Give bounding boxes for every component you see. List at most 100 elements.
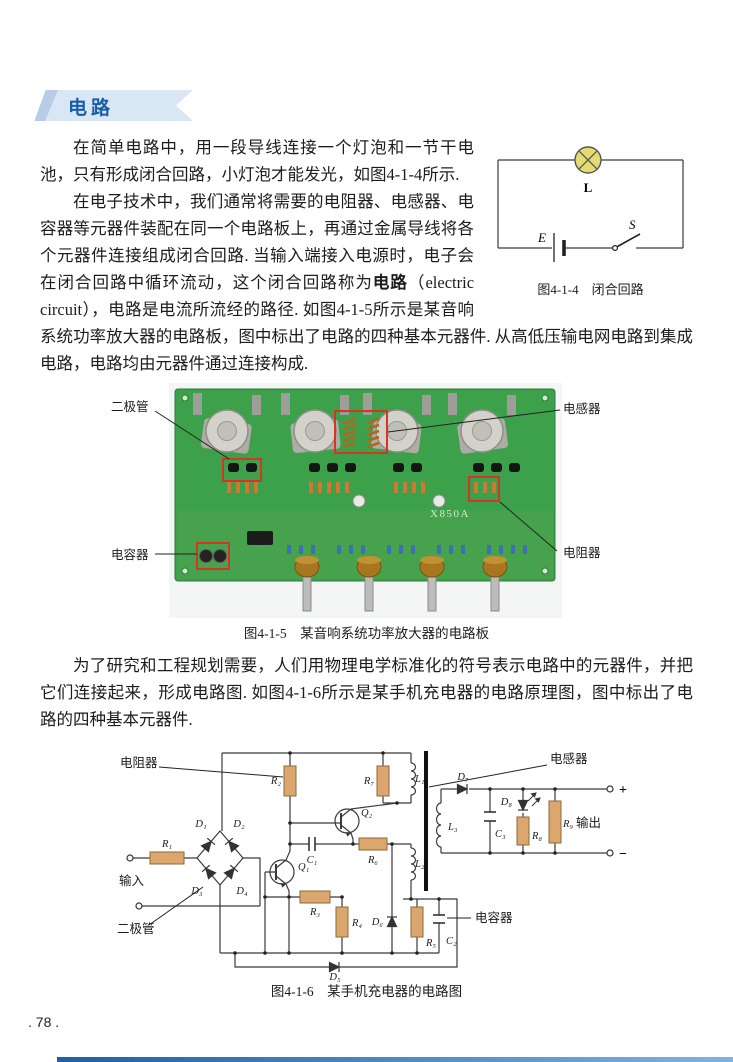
paragraph-1: 在简单电路中，用一段导线连接一个灯泡和一节干电池，只有形成闭合回路，小灯泡才能发… bbox=[40, 134, 693, 188]
output-terminal-plus bbox=[606, 785, 614, 793]
label-resistor: 电阻器 bbox=[120, 756, 158, 770]
small-resistors bbox=[227, 482, 496, 493]
figure-4-1-4-caption: 图4-1-4 闭合回路 bbox=[537, 282, 644, 297]
part-label-l1: L₁ bbox=[414, 774, 425, 785]
section-ribbon bbox=[45, 90, 193, 121]
label-inductor: 电感器 bbox=[550, 751, 588, 766]
part-label-c2: C₂ bbox=[446, 936, 457, 947]
part-label-l2: L₂ bbox=[414, 859, 425, 870]
input-terminal-bottom bbox=[135, 902, 143, 910]
small-transistors bbox=[228, 463, 520, 472]
switch-symbol bbox=[611, 233, 641, 251]
r3-symbol bbox=[299, 890, 331, 904]
label-capacitor: 电容器 bbox=[111, 547, 149, 562]
amplifier-circuit-board-photo: X850A 二极管 电感器 电容器 电阻器 bbox=[111, 383, 601, 618]
part-label-d1: D₁ bbox=[194, 819, 206, 830]
d8-led-arrows bbox=[527, 792, 541, 807]
paragraph-3: 为了研究和工程规划需要，人们用物理电学标准化的符号表示电路中的元器件，并把它们连… bbox=[40, 652, 693, 733]
r8-symbol bbox=[516, 816, 530, 846]
mounting-holes bbox=[181, 394, 549, 575]
junction-dots bbox=[233, 751, 557, 955]
terminals bbox=[126, 785, 614, 910]
l2-coil bbox=[410, 847, 417, 881]
capacitor-symbols bbox=[308, 811, 496, 924]
output-terminal-minus bbox=[606, 849, 614, 857]
resistor-box bbox=[468, 476, 500, 502]
transistor-symbols bbox=[269, 808, 360, 888]
part-label-d7: D₇ bbox=[456, 772, 469, 783]
part-label-r2: R₂ bbox=[270, 776, 281, 787]
l1-coil bbox=[410, 762, 417, 796]
label-inductor: 电感器 bbox=[563, 401, 601, 416]
leader-lines bbox=[154, 409, 561, 555]
paragraph-3-block: 为了研究和工程规划需要，人们用物理电学标准化的符号表示电路中的元器件，并把它们连… bbox=[40, 652, 693, 733]
part-label-d4: D₄ bbox=[235, 886, 248, 897]
paragraph-2-lead: 在电子技术中，我们通常将需要的电阻器、电感器、电容器等元器件装配在同一个电路板上… bbox=[40, 192, 474, 292]
d6-symbol bbox=[386, 916, 398, 928]
part-label-r8: R₈ bbox=[531, 831, 542, 842]
part-label-r4: R₄ bbox=[351, 918, 362, 929]
part-label-d8: D₈ bbox=[500, 797, 513, 808]
r5-symbol bbox=[410, 906, 424, 938]
part-label-d5: D₅ bbox=[328, 972, 341, 983]
part-label-r6: R₆ bbox=[367, 855, 378, 866]
l3-coil bbox=[435, 802, 442, 848]
keyword-circuit: 电路 bbox=[372, 273, 408, 292]
part-label-r5: R₅ bbox=[425, 938, 436, 949]
page-number: . 78 . bbox=[28, 1014, 60, 1030]
part-label-r9: R₉ bbox=[562, 819, 573, 830]
paragraph-2-tail: （electric circuit），电路是电流所流经的路径. 如图4-1-5所… bbox=[40, 273, 693, 373]
schematic-leader-lines bbox=[148, 764, 548, 926]
d8-symbol bbox=[517, 799, 529, 811]
inductor-symbols bbox=[410, 762, 442, 881]
q2-symbol bbox=[334, 808, 360, 837]
inductor-coils bbox=[342, 417, 380, 449]
part-label-r1: R₁ bbox=[161, 839, 172, 850]
inductor-box bbox=[334, 410, 388, 454]
part-label-d2: D₂ bbox=[232, 819, 245, 830]
part-label-c1: C₁ bbox=[307, 855, 318, 866]
label-resistor: 电阻器 bbox=[563, 546, 601, 560]
paragraph-2: 在电子技术中，我们通常将需要的电阻器、电感器、电容器等元器件装配在同一个电路板上… bbox=[40, 188, 693, 377]
schematic-wires bbox=[133, 752, 610, 968]
r9-symbol bbox=[548, 800, 562, 844]
electrolytic-capacitors bbox=[352, 494, 446, 508]
potentiometers bbox=[294, 556, 508, 612]
label-input: 输入 bbox=[119, 873, 145, 888]
body-text-block: L E S 图4-1-4 闭合回路 在简单电路中，用一段导线连接一个灯泡和一节干… bbox=[40, 134, 693, 377]
ic-chip bbox=[247, 531, 273, 545]
r7-symbol bbox=[376, 765, 390, 797]
q1-symbol bbox=[269, 859, 295, 888]
label-output: 输出 bbox=[576, 815, 601, 830]
board-model-text: X850A bbox=[430, 508, 470, 520]
r4-symbol bbox=[335, 906, 349, 938]
paragraph-3-text: 为了研究和工程规划需要，人们用物理电学标准化的符号表示电路中的元器件，并把它们连… bbox=[40, 656, 693, 729]
battery-label: E bbox=[537, 230, 546, 245]
r2-symbol bbox=[283, 765, 297, 797]
annotation-boxes bbox=[196, 410, 500, 570]
d5-symbol bbox=[328, 961, 340, 973]
battery-symbol bbox=[553, 233, 566, 263]
lamp-label: L bbox=[584, 180, 593, 195]
heatsink-fins bbox=[193, 393, 516, 415]
label-capacitor: 电容器 bbox=[475, 910, 513, 925]
black-capacitors bbox=[199, 549, 227, 563]
label-plus: + bbox=[619, 783, 627, 798]
r6-symbol bbox=[358, 837, 388, 851]
diode-symbols bbox=[200, 783, 541, 973]
figure-4-1-6-caption: 图4-1-6 某手机充电器的电路图 bbox=[270, 984, 463, 999]
paragraph-1-text: 在简单电路中，用一段导线连接一个灯泡和一节干电池，只有形成闭合回路，小灯泡才能发… bbox=[40, 138, 474, 184]
figure-4-1-5-caption: 图4-1-5 某音响系统功率放大器的电路板 bbox=[243, 626, 490, 641]
lamp-symbol bbox=[574, 146, 602, 174]
figure-4-1-4: L E S 图4-1-4 闭合回路 bbox=[488, 138, 693, 303]
resistor-symbols bbox=[149, 765, 562, 938]
section-title: 电路 bbox=[68, 98, 115, 119]
part-label-l3: L₃ bbox=[447, 822, 458, 833]
part-label-d6: D₆ bbox=[371, 917, 384, 928]
label-diode: 二极管 bbox=[117, 921, 155, 936]
part-label-r3: R₃ bbox=[309, 907, 320, 918]
part-label-r7: R₇ bbox=[363, 776, 374, 787]
d7-symbol bbox=[456, 783, 468, 795]
label-diode: 二极管 bbox=[111, 399, 149, 414]
